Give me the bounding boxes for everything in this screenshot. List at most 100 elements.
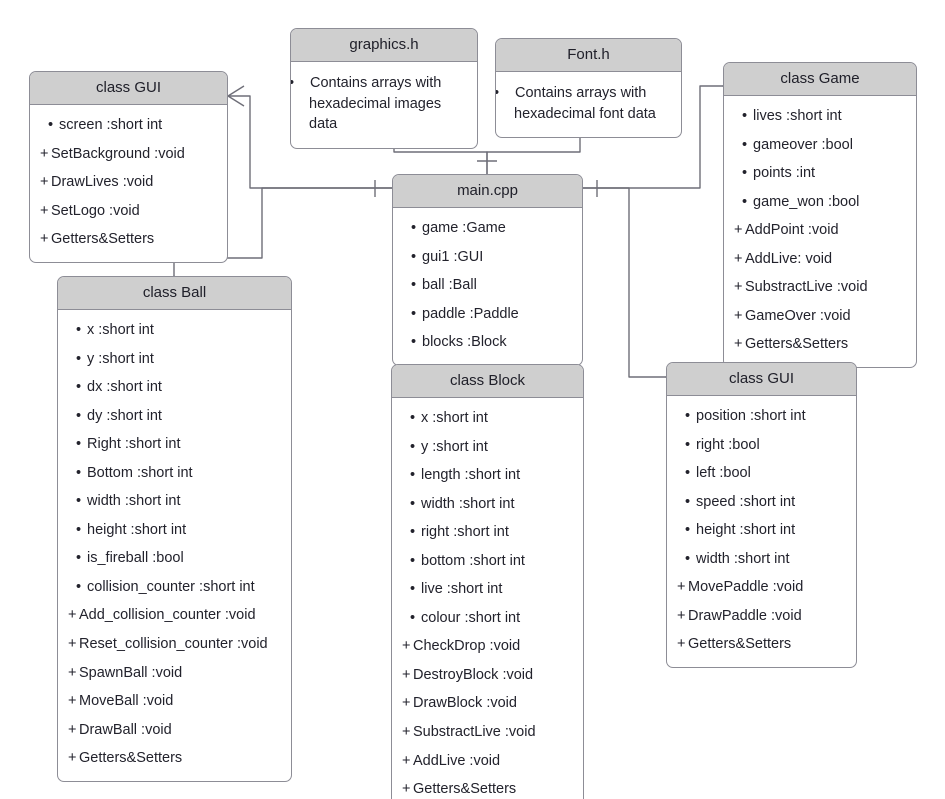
class-box-gui-right[interactable]: class GUI •position :short int •right :b… (666, 362, 857, 668)
member-row: •left :bool (667, 459, 856, 488)
member-row: +DestroyBlock :void (392, 661, 583, 690)
member-symbol: • (411, 277, 417, 294)
member-symbol: • (410, 581, 416, 598)
member-row: •colour :short int (392, 604, 583, 633)
member-symbol: • (76, 436, 82, 453)
member-row: •game_won :bool (724, 188, 916, 217)
class-members: •x :short int •y :short int •dx :short i… (58, 310, 291, 781)
member-row: •points :int (724, 159, 916, 188)
member-label: right :bool (696, 436, 760, 453)
member-label: height :short int (696, 522, 796, 539)
member-symbol: • (76, 493, 82, 510)
member-label: Add_collision_counter :void (79, 607, 256, 624)
class-box-main-cpp[interactable]: main.cpp •game :Game •gui1 :GUI •ball :B… (392, 174, 583, 366)
member-label: screen :short int (59, 117, 163, 133)
member-label: live :short int (421, 581, 503, 598)
member-label: points :int (753, 165, 816, 182)
class-box-graphics-h[interactable]: graphics.h •Contains arrays with hexadec… (290, 28, 478, 149)
member-row: •y :short int (58, 345, 291, 374)
member-label: SetLogo :void (51, 202, 140, 219)
member-symbol: • (410, 609, 416, 626)
member-symbol: • (410, 495, 416, 512)
member-symbol: • (685, 436, 691, 453)
member-symbol: + (68, 721, 77, 738)
member-label: SubstractLive :void (413, 724, 536, 741)
class-members: •lives :short int •gameover :bool •point… (724, 96, 916, 367)
class-members: •Contains arrays with hexadecimal font d… (496, 72, 681, 137)
member-row: +SetLogo :void (30, 197, 227, 226)
member-label: DestroyBlock :void (413, 666, 534, 683)
member-row: • right :bool (667, 431, 856, 460)
member-symbol: • (76, 521, 82, 538)
member-row: +MovePaddle :void (667, 573, 856, 602)
class-members: •x :short int •y :short int •length :sho… (392, 398, 583, 799)
member-row: •gui1 :GUI (393, 243, 582, 272)
member-row: •game :Game (393, 214, 582, 243)
member-label: Contains arrays with hexadecimal font da… (514, 85, 656, 122)
class-members: •position :short int •right :bool •left … (667, 396, 856, 667)
member-label: SetBackground :void (51, 145, 185, 162)
member-symbol: + (40, 202, 49, 219)
member-symbol: • (685, 465, 691, 482)
member-label: paddle :Paddle (422, 305, 519, 322)
member-symbol: • (410, 438, 416, 455)
member-label: right :short int (421, 524, 509, 541)
class-box-gui-left[interactable]: class GUI •screen :short int +SetBackgro… (29, 71, 228, 263)
member-row: +Getters&Setters (58, 744, 291, 773)
member-row: +AddLive: void (724, 245, 916, 274)
class-members: •Contains arrays with hexadecimal images… (291, 62, 477, 148)
member-label: DrawPaddle :void (688, 607, 802, 624)
member-row: +CheckDrop :void (392, 632, 583, 661)
member-symbol: • (742, 193, 748, 210)
member-label: gameover :bool (753, 136, 853, 153)
member-symbol: • (411, 305, 417, 322)
member-symbol: • (291, 73, 310, 94)
member-row: • width :short int (392, 490, 583, 519)
member-label: Getters&Setters (688, 636, 792, 653)
class-title: Font.h (496, 39, 681, 72)
member-symbol: + (68, 693, 77, 710)
member-label: y :short int (87, 350, 154, 367)
member-symbol: • (76, 322, 82, 338)
member-label: height :short int (87, 521, 187, 538)
member-symbol: + (402, 724, 411, 741)
class-title: class GUI (667, 363, 856, 396)
member-symbol: + (677, 636, 686, 653)
member-symbol: + (734, 222, 743, 239)
member-label: Getters&Setters (79, 750, 183, 767)
member-row: •x :short int (392, 404, 583, 433)
member-row: •width :short int (667, 545, 856, 574)
class-box-game[interactable]: class Game •lives :short int •gameover :… (723, 62, 917, 368)
class-box-font-h[interactable]: Font.h •Contains arrays with hexadecimal… (495, 38, 682, 139)
member-row: •width :short int (58, 487, 291, 516)
member-label: x :short int (421, 410, 488, 426)
member-row: +Getters&Setters (724, 330, 916, 359)
class-box-block[interactable]: class Block •x :short int •y :short int … (391, 364, 584, 799)
class-box-ball[interactable]: class Ball •x :short int •y :short int •… (57, 276, 292, 782)
member-symbol: • (685, 522, 691, 539)
member-symbol: • (76, 407, 82, 424)
member-symbol: + (402, 666, 411, 683)
member-row: •x :short int (58, 316, 291, 345)
member-row: +DrawBall :void (58, 716, 291, 745)
member-label: dy :short int (87, 407, 162, 424)
member-label: CheckDrop :void (413, 638, 521, 655)
member-label: length :short int (421, 467, 521, 484)
member-row: +SubstractLive :void (724, 273, 916, 302)
member-row: +MoveBall :void (58, 687, 291, 716)
member-row: +DrawPaddle :void (667, 602, 856, 631)
member-symbol: + (734, 279, 743, 296)
member-label: bottom :short int (421, 552, 525, 569)
member-label: width :short int (421, 495, 515, 512)
member-row: •blocks :Block (393, 328, 582, 357)
member-label: speed :short int (696, 493, 796, 510)
member-symbol: + (402, 695, 411, 712)
member-label: MovePaddle :void (688, 579, 804, 596)
member-label: SubstractLive :void (745, 279, 868, 296)
member-row: • live :short int (392, 575, 583, 604)
member-row: +SubstractLive :void (392, 718, 583, 747)
member-symbol: • (411, 248, 417, 265)
member-symbol: + (734, 250, 743, 267)
member-label: DrawBall :void (79, 721, 172, 738)
